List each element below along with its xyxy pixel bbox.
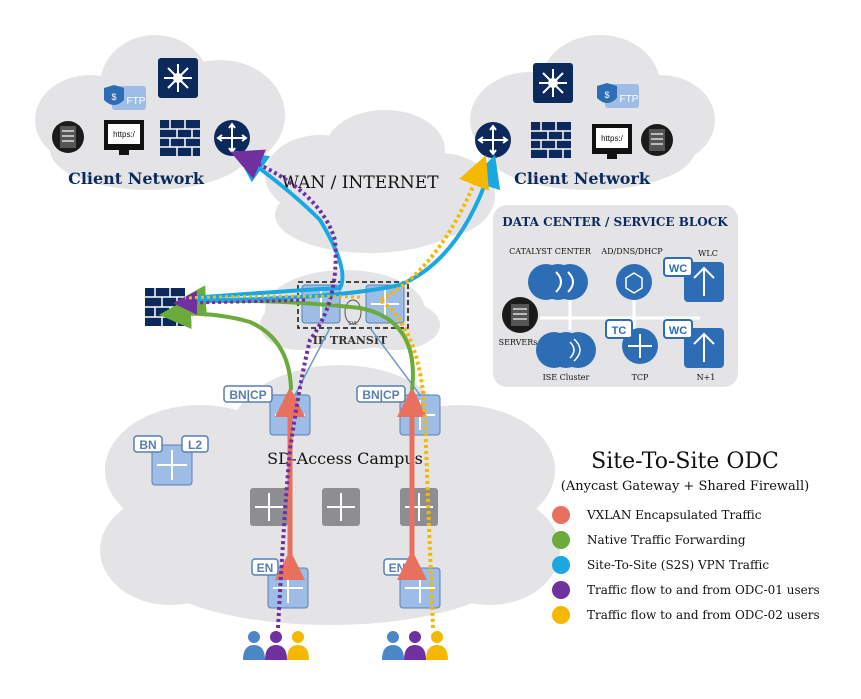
firewall-icon-left-client xyxy=(160,120,200,156)
users-group-left xyxy=(243,631,309,660)
en-left-badge: EN xyxy=(257,561,274,575)
svg-text:$: $ xyxy=(604,90,609,100)
legend-swatch-vxlan xyxy=(552,506,570,524)
client-network-left-label: Client Network xyxy=(68,169,205,188)
legend-label-odc01: Traffic flow to and from ODC-01 users xyxy=(587,583,820,597)
web-terminal-icon-right: https:/ xyxy=(592,124,632,159)
svl-link xyxy=(344,299,362,325)
ftp-server-icon-left: $ FTP xyxy=(104,85,146,110)
legend-items: VXLAN Encapsulated Traffic Native Traffi… xyxy=(552,506,820,624)
catalyst-center-label: CATALYST CENTER xyxy=(509,247,592,256)
legend-label-vxlan: VXLAN Encapsulated Traffic xyxy=(586,508,762,522)
shared-firewall-icon xyxy=(145,288,185,326)
data-center-title: DATA CENTER / SERVICE BLOCK xyxy=(502,215,728,229)
firewall-icon-right-client xyxy=(531,122,571,158)
l2-border-node-icon: BN L2 xyxy=(133,435,209,486)
legend-swatch-odc02 xyxy=(552,606,570,624)
legend-label-native: Native Traffic Forwarding xyxy=(587,533,746,547)
bn-cp-right-badge: BN|CP xyxy=(362,388,399,402)
odc02-firewall-flow xyxy=(184,294,361,300)
legend-swatch-native xyxy=(552,531,570,549)
intermediate-switch-right-icon xyxy=(400,488,438,526)
legend-title: Site-To-Site ODC xyxy=(591,449,779,474)
wlc-top-icon: WC xyxy=(663,257,724,302)
tcp-router-icon: TC xyxy=(605,319,658,364)
legend-item-native: Native Traffic Forwarding xyxy=(552,531,746,549)
legend-item-odc02: Traffic flow to and from ODC-02 users xyxy=(552,606,820,624)
legend-swatch-s2s xyxy=(552,556,570,574)
intermediate-switch-middle-icon xyxy=(322,488,360,526)
core-switch-icon-right xyxy=(533,63,573,103)
wan-internet-label: WAN / INTERNET xyxy=(281,173,439,193)
ip-transit-label: IP TRANSIT xyxy=(313,334,388,347)
s2s-vpn-flow-left xyxy=(189,150,345,300)
dc-interconnect-lines xyxy=(540,300,700,330)
en-right-badge: EN xyxy=(389,561,406,575)
user-icon-purple-left xyxy=(265,631,287,660)
catalyst-center-icon xyxy=(528,264,588,300)
tcp-label: TCP xyxy=(632,373,649,382)
wlc-n-plus-1-icon: WC xyxy=(663,319,724,368)
s2s-vpn-flow-right xyxy=(189,154,501,302)
svg-text:$: $ xyxy=(111,92,116,102)
server-tower-icon-left xyxy=(52,121,84,153)
ise-cluster-icon xyxy=(536,332,596,368)
ip-transit-stack-box xyxy=(297,281,409,329)
https-label-left: https:/ xyxy=(113,130,136,139)
legend-label-s2s: Site-To-Site (S2S) VPN Traffic xyxy=(587,558,769,572)
ad-dns-dhcp-label: AD/DNS/DHCP xyxy=(600,247,663,256)
server-tower-icon-right xyxy=(641,124,673,156)
legend-subtitle: (Anycast Gateway + Shared Firewall) xyxy=(561,479,809,494)
ise-cluster-label: ISE Cluster xyxy=(543,373,590,382)
ftp-server-icon-right: $ FTP xyxy=(597,83,639,108)
odc01-flow xyxy=(230,149,338,629)
legend-swatch-odc01 xyxy=(552,581,570,599)
core-switch-icon-left xyxy=(158,58,198,98)
ftp-label-left: FTP xyxy=(127,96,146,107)
router-icon-left xyxy=(214,120,250,156)
client-network-right-cloud xyxy=(470,35,715,190)
user-icon-purple-right xyxy=(404,631,426,660)
web-terminal-icon-left: https:/ xyxy=(104,120,144,155)
user-icon-yellow-left xyxy=(287,631,309,660)
wc-top-badge: WC xyxy=(669,263,687,275)
servers-label: SERVERs xyxy=(499,338,538,347)
legend-item-vxlan: VXLAN Encapsulated Traffic xyxy=(552,506,762,524)
bn-cp-left-badge: BN|CP xyxy=(229,388,266,402)
l2-badge: L2 xyxy=(188,438,202,452)
svl-label: SVL xyxy=(348,321,358,327)
user-icon-blue-right xyxy=(382,631,404,660)
users-group-right xyxy=(382,631,448,660)
https-label-right: https:/ xyxy=(601,134,624,143)
ad-dns-dhcp-icon xyxy=(616,264,652,300)
router-icon-right xyxy=(475,122,511,158)
legend-item-s2s: Site-To-Site (S2S) VPN Traffic xyxy=(552,556,769,574)
ftp-label-right: FTP xyxy=(620,94,639,105)
client-network-right-label: Client Network xyxy=(514,169,651,188)
n-plus-1-label: N+1 xyxy=(697,373,716,382)
legend-item-odc01: Traffic flow to and from ODC-01 users xyxy=(552,581,820,599)
legend-label-odc02: Traffic flow to and from ODC-02 users xyxy=(587,608,820,622)
servers-icon xyxy=(502,297,538,333)
user-icon-yellow-right xyxy=(426,631,448,660)
sd-access-campus-label: SD-Access Campus xyxy=(267,449,423,468)
tc-badge: TC xyxy=(612,325,627,337)
wc-bottom-badge: WC xyxy=(669,325,687,337)
wlc-label: WLC xyxy=(698,249,718,258)
bn-badge: BN xyxy=(139,438,156,452)
user-icon-blue-left xyxy=(243,631,265,660)
odc02-flow xyxy=(376,155,489,629)
intermediate-switch-left-icon xyxy=(250,488,288,526)
uplink-left xyxy=(294,327,331,396)
